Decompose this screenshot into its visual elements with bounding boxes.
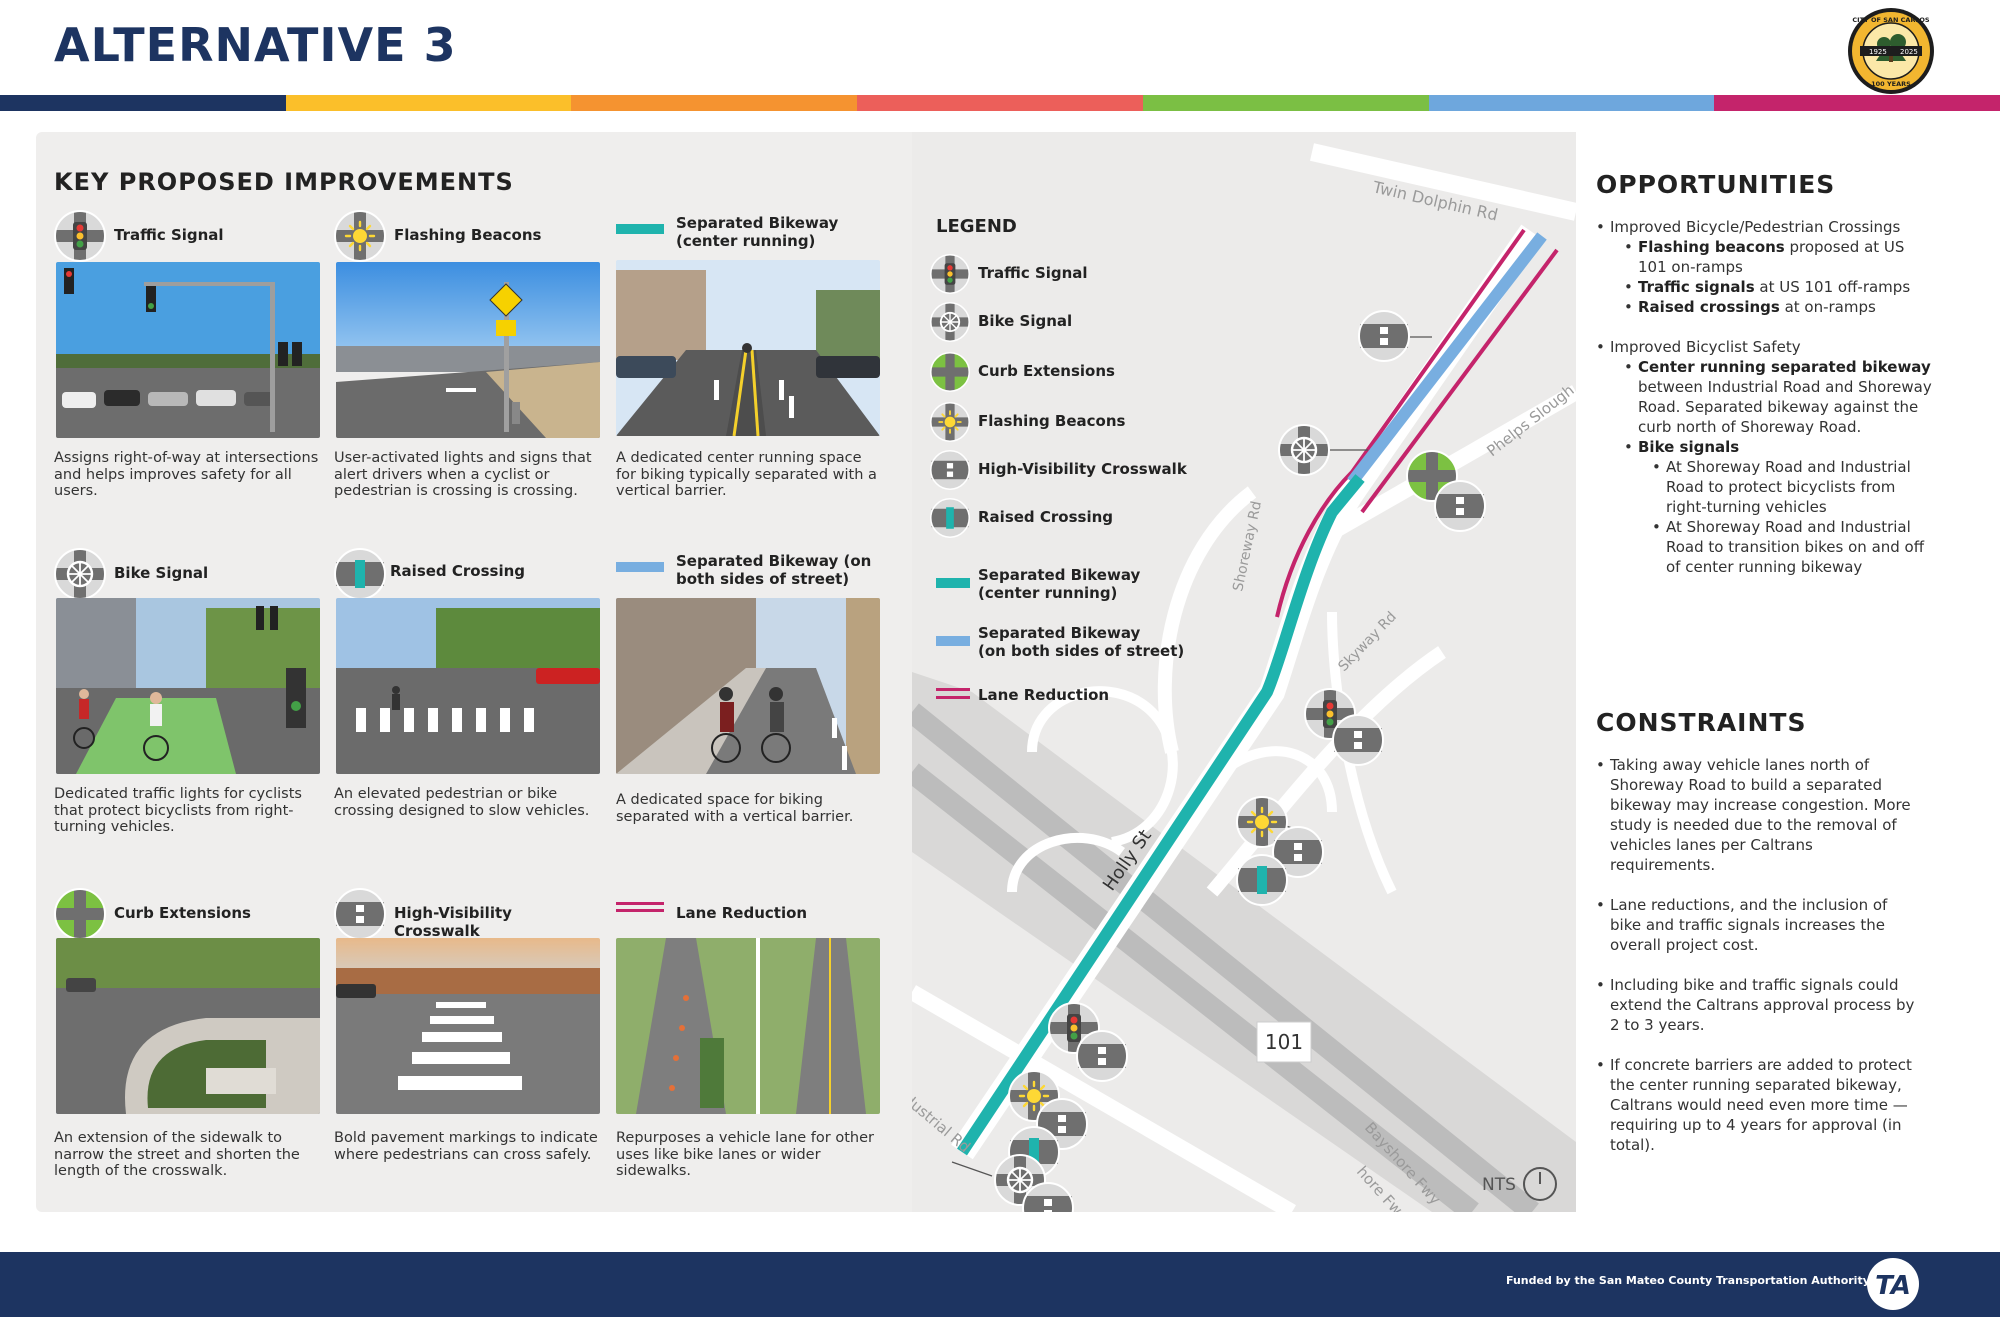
card-label: Raised Crossing [390, 562, 525, 580]
footer: Funded by the San Mateo County Transport… [0, 1252, 2000, 1317]
legend-label: Traffic Signal [978, 264, 1088, 282]
card-raised-crossing: Raised Crossing An elevated pedestrian o… [334, 548, 602, 819]
constraints-title: CONSTRAINTS [1596, 708, 1807, 737]
blue-line-icon [936, 636, 970, 646]
legend-label: Separated Bikeway(center running) [978, 566, 1141, 602]
constraints-section: CONSTRAINTS Taking away vehicle lanes no… [1596, 708, 1916, 1155]
bike-signal-icon [930, 302, 970, 342]
card-desc: A dedicated space for biking separated w… [616, 792, 854, 825]
magenta-double-line-icon [936, 688, 970, 699]
seal-year-right: 2025 [1900, 48, 1918, 56]
card-label: High-Visibility Crosswalk [394, 904, 512, 940]
city-seal-icon: 1925 2025 CITY OF SAN CARLOS 100 YEARS [1848, 8, 1934, 94]
ta-logo-icon: TA [1867, 1258, 1919, 1310]
svg-text:TA: TA [1875, 1271, 1911, 1301]
card-desc: A dedicated center running space for bik… [616, 450, 877, 499]
card-label: Lane Reduction [676, 904, 808, 922]
card-desc: An extension of the sidewalk to narrow t… [54, 1130, 300, 1179]
card-curb-extensions: Curb Extensions An extension of the side… [54, 888, 322, 1179]
raised-crossing-icon [334, 548, 386, 600]
card-flashing-beacons: Flashing Beacons User-activated lights a… [334, 210, 602, 499]
card-high-visibility-crosswalk: High-Visibility Crosswalk Bold pavement … [334, 888, 602, 1163]
opp-sub: Center running separated bikeway between… [1624, 357, 1936, 437]
highway-shield: 101 [1265, 1030, 1303, 1054]
card-traffic-signal: Traffic Signal Assigns right-of-way at i… [54, 210, 322, 499]
raised-crossing-icon [930, 498, 970, 538]
curb-extension-icon [54, 888, 106, 940]
teal-line-icon [616, 224, 664, 234]
legend-label: Lane Reduction [978, 686, 1110, 704]
legend-label: Bike Signal [978, 312, 1073, 330]
bike-signal-icon [54, 548, 106, 600]
legend-label: Flashing Beacons [978, 412, 1126, 430]
opportunities-section: OPPORTUNITIES Improved Bicycle/Pedestria… [1596, 170, 1936, 577]
crosswalk-photo [336, 938, 600, 1114]
seal-year-left: 1925 [1869, 48, 1887, 56]
opp-subsub: At Shoreway Road and Industrial Road to … [1652, 517, 1936, 577]
flashing-beacon-icon [930, 402, 970, 442]
traffic-signal-icon [54, 210, 106, 262]
card-bike-signal: Bike Signal Dedicated traffic lights for… [54, 548, 322, 835]
card-desc: Repurposes a vehicle lane for other uses… [616, 1130, 874, 1179]
card-label: Bike Signal [114, 564, 209, 582]
card-separated-bikeway-both: Separated Bikeway (on both sides of stre… [616, 548, 884, 825]
constraint-item: Including bike and traffic signals could… [1596, 975, 1916, 1035]
opp-item: Improved Bicyclist Safety [1596, 337, 1936, 357]
seal-text: CITY OF SAN CARLOS [1852, 16, 1929, 24]
seal-bottom: 100 YEARS [1871, 80, 1911, 88]
card-lane-reduction: Lane Reduction Repurposes a vehicle lane… [616, 888, 884, 1179]
legend-label: High-Visibility Crosswalk [978, 460, 1187, 478]
card-desc: An elevated pedestrian or bike crossing … [334, 786, 590, 819]
card-label: Separated Bikeway (center running) [676, 214, 839, 250]
scale-note: NTS [1482, 1175, 1516, 1195]
flashing-beacon-photo [336, 262, 600, 438]
card-label: Separated Bikeway (on both sides of stre… [676, 552, 872, 588]
curb-extension-photo [56, 938, 320, 1114]
card-desc: Assigns right-of-way at intersections an… [54, 450, 319, 499]
opp-sub: Bike signals [1624, 437, 1936, 457]
legend-label: Curb Extensions [978, 362, 1115, 380]
traffic-signal-icon [930, 254, 970, 294]
color-bar [0, 95, 2000, 111]
bike-signal-photo [56, 598, 320, 774]
legend-title: LEGEND [936, 216, 1017, 237]
opp-sub: Flashing beacons proposed at US 101 on-r… [1624, 237, 1936, 277]
separated-bikeway-center-photo [616, 260, 880, 436]
opportunities-title: OPPORTUNITIES [1596, 170, 1836, 199]
crosswalk-icon [930, 450, 970, 490]
opp-subsub: At Shoreway Road and Industrial Road to … [1652, 457, 1936, 517]
teal-line-icon [936, 578, 970, 588]
legend-label: Separated Bikeway(on both sides of stree… [978, 624, 1185, 660]
crosswalk-icon [334, 888, 386, 940]
card-desc: Bold pavement markings to indicate where… [334, 1130, 598, 1163]
card-separated-bikeway-center: Separated Bikeway (center running) A ded… [616, 210, 884, 499]
card-desc: User-activated lights and signs that ale… [334, 450, 592, 499]
constraint-item: Lane reductions, and the inclusion of bi… [1596, 895, 1916, 955]
card-desc: Dedicated traffic lights for cyclists th… [54, 786, 302, 835]
curb-extension-icon [930, 352, 970, 392]
card-label: Curb Extensions [114, 904, 251, 922]
separated-bikeway-both-photo [616, 598, 880, 774]
constraint-item: Taking away vehicle lanes north of Shore… [1596, 755, 1916, 875]
opp-sub: Traffic signals at US 101 off-ramps [1624, 277, 1936, 297]
blue-line-icon [616, 562, 664, 572]
magenta-double-line-icon [616, 902, 664, 912]
legend-label: Raised Crossing [978, 508, 1113, 526]
card-label: Flashing Beacons [394, 226, 542, 244]
map: 101 NTS Twin Dolphin Rd Phelps Slough Sh… [912, 132, 1576, 1212]
flashing-beacon-icon [334, 210, 386, 262]
improvements-title: KEY PROPOSED IMPROVEMENTS [54, 168, 514, 196]
page-title: ALTERNATIVE 3 [54, 18, 457, 72]
raised-crossing-photo [336, 598, 600, 774]
opp-sub: Raised crossings at on-ramps [1624, 297, 1936, 317]
constraint-item: If concrete barriers are added to protec… [1596, 1055, 1916, 1155]
traffic-signal-photo [56, 262, 320, 438]
lane-reduction-photo [616, 938, 880, 1114]
card-label: Traffic Signal [114, 226, 224, 244]
funded-by-text: Funded by the San Mateo County Transport… [1506, 1274, 1870, 1287]
opp-item: Improved Bicycle/Pedestrian Crossings [1596, 217, 1936, 237]
